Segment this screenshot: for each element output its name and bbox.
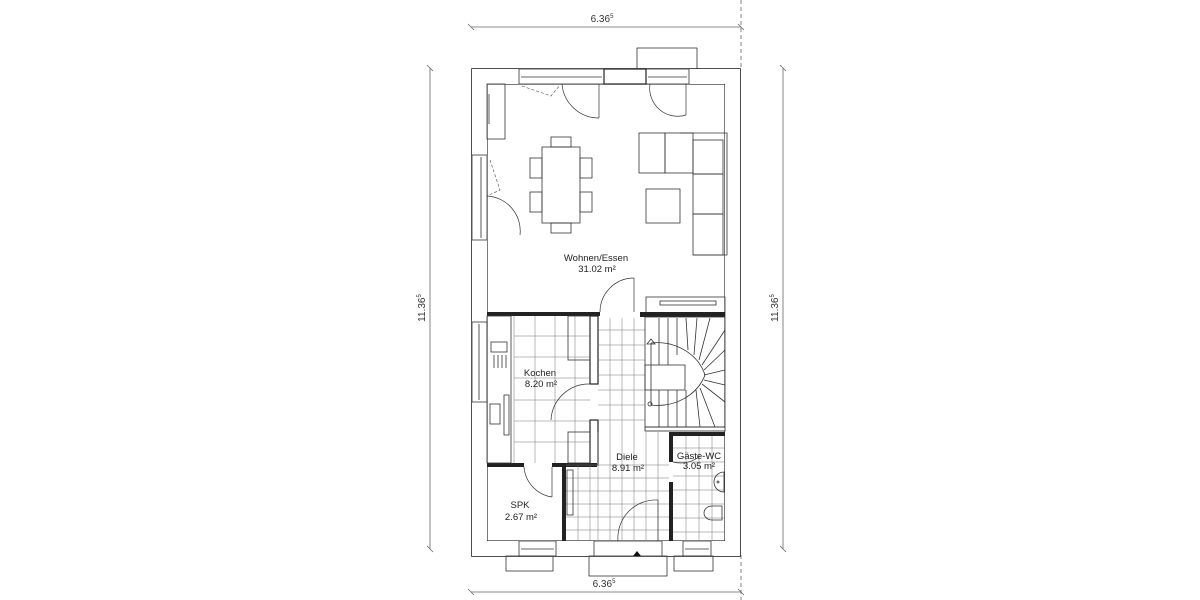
dimension-top-value: 6.36 <box>591 14 611 25</box>
kitchen: Kochen 8.20 m² <box>486 315 591 464</box>
staircase <box>644 316 726 428</box>
svg-text:6.365: 6.365 <box>591 14 614 25</box>
svg-text:11.365: 11.365 <box>770 294 781 322</box>
sofa <box>638 132 728 256</box>
room-area-wohnen: 31.02 m² <box>578 264 616 275</box>
dimension-left-sup: 5 <box>417 294 423 298</box>
dimension-right: 11.365 <box>770 64 787 553</box>
washbasin-icon <box>713 471 725 493</box>
doors-living <box>486 83 687 236</box>
coffee-table <box>645 188 681 224</box>
room-name-spk: SPK <box>510 500 530 511</box>
dimension-top: 6.365 <box>467 0 745 70</box>
stove-icon <box>489 403 501 425</box>
diele: Diele 8.91 m² <box>566 318 669 542</box>
spk: SPK 2.67 m² <box>505 466 553 523</box>
room-area-gaeste-wc: 3.05 m² <box>683 461 715 472</box>
chimney <box>636 47 698 70</box>
svg-text:6.365: 6.365 <box>593 579 616 590</box>
drainboard <box>493 355 507 368</box>
dimension-bottom: 6.365 <box>467 555 745 600</box>
dimension-right-sup: 5 <box>770 294 776 298</box>
counter-top-left <box>486 83 506 140</box>
svg-text:11.365: 11.365 <box>417 294 428 322</box>
dimension-bottom-value: 6.36 <box>593 579 613 590</box>
sink-icon <box>490 341 508 353</box>
dimension-left: 11.365 <box>417 64 434 553</box>
room-name-gaeste-wc: Gäste-WC <box>677 451 721 462</box>
windows-top <box>518 68 690 85</box>
gaeste-wc: Gäste-WC 3.05 m² <box>672 436 725 541</box>
room-area-spk: 2.67 m² <box>505 512 537 523</box>
dining-table <box>529 136 593 234</box>
entrance-arrow-icon <box>633 551 641 556</box>
windows-bottom <box>505 540 714 577</box>
room-area-diele: 8.91 m² <box>612 463 644 474</box>
room-name-diele: Diele <box>616 452 638 463</box>
dimension-right-value: 11.36 <box>770 297 781 322</box>
dimension-left-value: 11.36 <box>417 297 428 322</box>
dimension-top-sup: 5 <box>610 14 614 20</box>
dimension-bottom-sup: 5 <box>612 579 616 585</box>
room-name-wohnen: Wohnen/Essen <box>564 253 628 264</box>
room-name-kochen: Kochen <box>524 368 556 379</box>
toilet-icon <box>703 505 723 521</box>
room-area-kochen: 8.20 m² <box>525 379 557 390</box>
